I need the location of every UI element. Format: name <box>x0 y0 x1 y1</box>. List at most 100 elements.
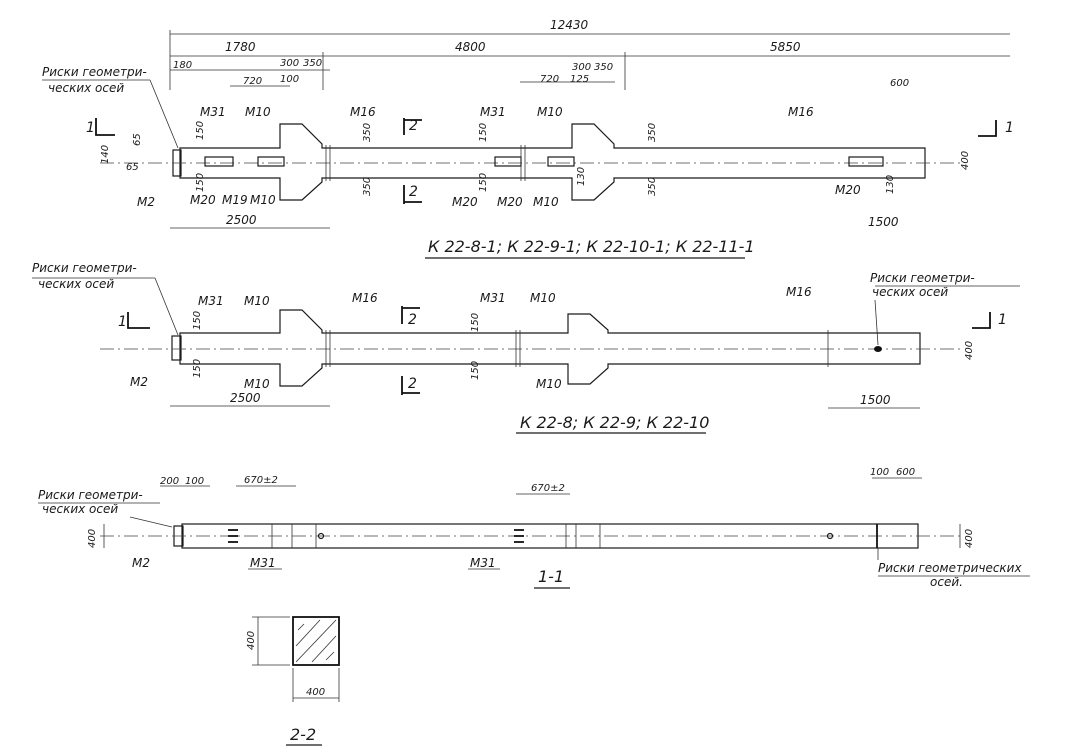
mid-axes-right-line1: Риски геометри- <box>870 271 975 285</box>
mid-dim-1500: 1500 <box>860 393 891 407</box>
dim-65a: 65 <box>132 133 143 146</box>
dim-150d: 150 <box>478 173 489 192</box>
dim-150a: 150 <box>195 121 206 140</box>
sec11-mark-m31-b: М31 <box>470 556 496 570</box>
mid-section-mark-1-left: 1 <box>118 314 127 330</box>
mid-mark-m16-b: М16 <box>786 285 812 299</box>
dim-600: 600 <box>890 78 909 89</box>
sec11-mark-m31-a: М31 <box>250 556 276 570</box>
sec11-dim-200: 200 <box>160 476 179 487</box>
mark-m20-a: М20 <box>190 193 216 207</box>
mid-mark-m10-a: М10 <box>244 294 270 308</box>
section-1-1: Риски геометри- ческих осей 200 100 670±… <box>38 467 1030 589</box>
mid-mark-m2: М2 <box>130 375 148 389</box>
mark-m20-c: М20 <box>497 195 523 209</box>
dim-180: 180 <box>173 60 192 71</box>
axes-label-line1: Риски геометри- <box>42 65 147 79</box>
mark-m19: М19 <box>222 193 248 207</box>
mid-mark-m31-b: М31 <box>480 291 506 305</box>
elevation-k22-x-1: 12430 1780 4800 5850 180 300 350 720 100… <box>42 18 1014 259</box>
mid-axes-label-line2: ческих осей <box>38 277 114 291</box>
section-2-2: 400 400 2-2 <box>246 616 340 746</box>
axes-label-line2: ческих осей <box>48 81 124 95</box>
mark-m2: М2 <box>137 195 155 209</box>
title-section-1-1: 1-1 <box>538 567 564 586</box>
section-mark-1-left: 1 <box>86 120 95 136</box>
mid-dim-150d: 150 <box>470 361 481 380</box>
mark-m10-d: М10 <box>533 195 559 209</box>
sec11-dim-400-right: 400 <box>964 529 975 548</box>
sec22-dim-400-horizontal: 400 <box>306 687 325 698</box>
dim-130b: 130 <box>885 175 896 194</box>
mid-dim-150b: 150 <box>192 359 203 378</box>
title-section-2-2: 2-2 <box>290 725 316 744</box>
dim-100a: 100 <box>280 74 299 85</box>
mid-mark-m10-d: М10 <box>536 377 562 391</box>
sec11-mark-m2: М2 <box>132 556 150 570</box>
mid-dim-150c: 150 <box>470 313 481 332</box>
dim-125: 125 <box>570 74 589 85</box>
dim-300b: 300 <box>572 62 591 73</box>
dim-5850: 5850 <box>770 40 801 54</box>
mark-m10-b: М10 <box>537 105 563 119</box>
sec11-axes-right-line1: Риски геометрических <box>878 561 1022 575</box>
mark-m16-b: М16 <box>788 105 814 119</box>
sec11-anchor-group-a <box>228 529 238 543</box>
mark-m31-a: М31 <box>200 105 226 119</box>
sec11-axes-label-line1: Риски геометри- <box>38 488 143 502</box>
dim-150c: 150 <box>478 123 489 142</box>
sec11-axes-label-line2: ческих осей <box>42 502 118 516</box>
dim-overall: 12430 <box>550 18 589 32</box>
dim-65b: 65 <box>126 162 139 173</box>
sec11-dim-670a: 670±2 <box>244 475 278 486</box>
dim-350c: 350 <box>362 123 373 142</box>
mark-m31-b: М31 <box>480 105 506 119</box>
elevation-k22-x: Риски геометри- ческих осей Риски геомет… <box>32 261 1020 434</box>
mid-dim-150a: 150 <box>192 311 203 330</box>
section-mark-2-bottom: 2 <box>409 184 418 200</box>
title-k22-x: К 22-8; К 22-9; К 22-10 <box>520 413 709 432</box>
dim-300a: 300 <box>280 58 299 69</box>
dim-720b: 720 <box>540 74 559 85</box>
sec11-axes-right-line2: осей. <box>930 575 963 589</box>
sec11-dim-600: 600 <box>896 467 915 478</box>
mid-axes-label-line1: Риски геометри- <box>32 261 137 275</box>
dim-350b: 350 <box>594 62 613 73</box>
mark-m10-a: М10 <box>245 105 271 119</box>
dim-350d: 350 <box>362 177 373 196</box>
dim-400: 400 <box>960 151 971 170</box>
dim-130a: 130 <box>576 167 587 186</box>
mid-mark-m31-a: М31 <box>198 294 224 308</box>
mid-section-mark-2-top: 2 <box>408 312 417 328</box>
mid-mark-m16-a: М16 <box>352 291 378 305</box>
mark-m20-d: М20 <box>835 183 861 197</box>
mid-mark-m10-c: М10 <box>244 377 270 391</box>
mark-m16-a: М16 <box>350 105 376 119</box>
sec11-anchor-group-b <box>514 529 524 543</box>
title-k22-x-1: К 22-8-1; К 22-9-1; К 22-10-1; К 22-11-1 <box>428 237 755 256</box>
mid-section-mark-2-bottom: 2 <box>408 376 417 392</box>
mid-dim-400: 400 <box>964 341 975 360</box>
mid-axes-right-line2: ческих осей <box>872 285 948 299</box>
mid-section-mark-1-right: 1 <box>998 312 1007 328</box>
sec22-dim-400-vertical: 400 <box>246 631 257 650</box>
dim-140: 140 <box>100 145 111 164</box>
dim-1500: 1500 <box>868 215 899 229</box>
sec11-dim-100b: 100 <box>870 467 889 478</box>
section-mark-2-top: 2 <box>409 118 418 134</box>
sec11-dim-400-left: 400 <box>87 529 98 548</box>
mark-m20-b: М20 <box>452 195 478 209</box>
mid-dim-2500: 2500 <box>230 391 261 405</box>
dim-2500: 2500 <box>226 213 257 227</box>
dim-350a: 350 <box>303 58 322 69</box>
sec11-dim-100a: 100 <box>185 476 204 487</box>
mark-m10-c: М10 <box>250 193 276 207</box>
dim-150b: 150 <box>195 173 206 192</box>
dim-350e: 350 <box>647 123 658 142</box>
dim-4800: 4800 <box>455 40 486 54</box>
dim-1780: 1780 <box>225 40 256 54</box>
dim-720a: 720 <box>243 76 262 87</box>
sec11-dim-670b: 670±2 <box>531 483 565 494</box>
section-mark-1-right: 1 <box>1005 120 1014 136</box>
